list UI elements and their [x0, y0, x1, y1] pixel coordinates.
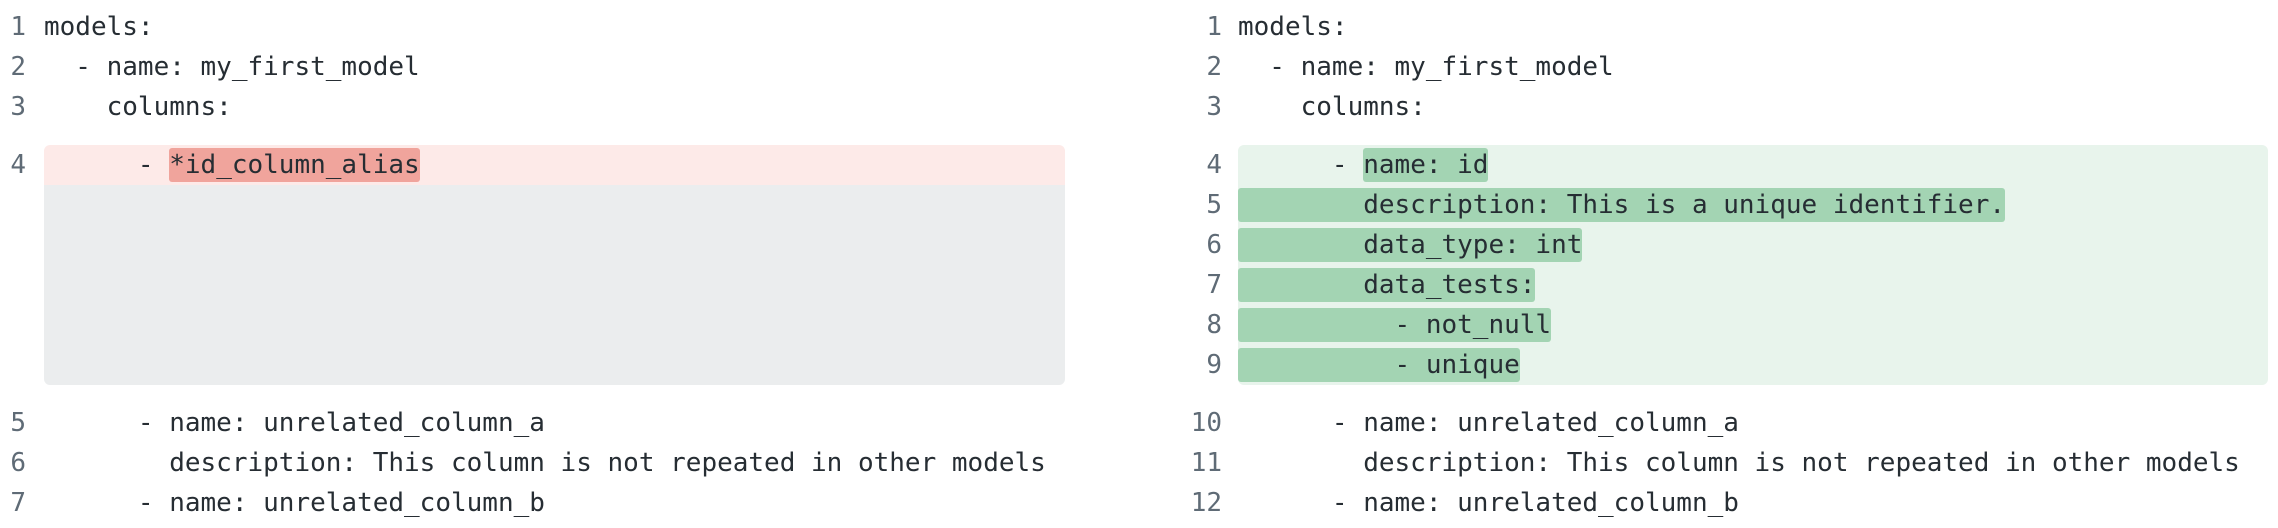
diff-pane-after: 1 models: 2 - name: my_first_model 3 col… — [1180, 7, 2278, 528]
added-line: 7 data_tests: — [1180, 265, 2268, 305]
code-prefix: - — [1238, 150, 1364, 180]
added-word: - unique — [1238, 348, 1520, 382]
code-line: 2 - name: my_first_model — [0, 47, 1065, 87]
line-number: 12 — [1190, 488, 1222, 518]
code-text: - name: unrelated_column_b — [1238, 488, 1739, 518]
code-line: 1 models: — [1180, 7, 2268, 47]
added-word: data_tests: — [1238, 268, 1536, 302]
line-number: 10 — [1190, 408, 1222, 438]
code-text: columns: — [1238, 92, 1426, 122]
diff-hunk-removed: 4 - *id_column_alias — [0, 145, 1065, 385]
code-line: 6 description: This column is not repeat… — [0, 443, 1065, 483]
code-line: 2 - name: my_first_model — [1180, 47, 2268, 87]
code-line: 5 - name: unrelated_column_a — [0, 403, 1065, 443]
line-number: 7 — [10, 488, 26, 518]
code-text: - name: unrelated_column_a — [44, 408, 545, 438]
added-word: data_type: int — [1238, 228, 1583, 262]
added-code-text: - unique — [1238, 345, 2268, 385]
line-number: 1 — [1206, 12, 1222, 42]
added-line: 6 data_type: int — [1180, 225, 2268, 265]
added-code-text: description: This is a unique identifier… — [1238, 185, 2268, 225]
code-line: 1 models: — [0, 7, 1065, 47]
code-text: - name: unrelated_column_b — [44, 488, 545, 518]
diff-pane-before: 1 models: 2 - name: my_first_model 3 col… — [0, 7, 1065, 528]
added-word: - not_null — [1238, 308, 1552, 342]
removed-code-text: - *id_column_alias — [44, 145, 1065, 185]
line-number: 11 — [1190, 448, 1222, 478]
removed-word: *id_column_alias — [169, 148, 420, 182]
code-prefix: - — [44, 150, 170, 180]
line-number: 4 — [1206, 150, 1222, 180]
added-code-text: data_tests: — [1238, 265, 2268, 305]
added-line: 8 - not_null — [1180, 305, 2268, 345]
line-number: 5 — [10, 408, 26, 438]
code-text: columns: — [44, 92, 232, 122]
added-line: 4 - name: id — [1180, 145, 2268, 185]
line-number: 8 — [1206, 310, 1222, 340]
diff-hunk-added: 4 - name: id 5 description: This is a un… — [1180, 145, 2268, 385]
code-text: - name: my_first_model — [1238, 52, 1614, 82]
code-text: description: This column is not repeated… — [1238, 448, 2240, 478]
removed-line: 4 - *id_column_alias — [0, 145, 1065, 185]
code-line: 12 - name: unrelated_column_b — [1180, 483, 2268, 523]
line-number: 6 — [1206, 230, 1222, 260]
code-text: models: — [1238, 12, 1348, 42]
added-line: 5 description: This is a unique identifi… — [1180, 185, 2268, 225]
added-code-text: data_type: int — [1238, 225, 2268, 265]
line-number: 6 — [10, 448, 26, 478]
line-number: 4 — [10, 150, 26, 180]
line-number: 7 — [1206, 270, 1222, 300]
code-text: models: — [44, 12, 154, 42]
line-number: 5 — [1206, 190, 1222, 220]
line-number: 2 — [10, 52, 26, 82]
collapsed-region-row — [0, 185, 1065, 385]
line-number: 3 — [1206, 92, 1222, 122]
code-text: description: This column is not repeated… — [44, 448, 1046, 478]
collapsed-region — [44, 185, 1065, 385]
code-text: - name: my_first_model — [44, 52, 420, 82]
added-code-text: - not_null — [1238, 305, 2268, 345]
code-line: 7 - name: unrelated_column_b — [0, 483, 1065, 523]
added-word: name: id — [1363, 148, 1489, 182]
added-line: 9 - unique — [1180, 345, 2268, 385]
line-number-empty — [0, 185, 44, 385]
code-line: 3 columns: — [1180, 87, 2268, 127]
added-word: description: This is a unique identifier… — [1238, 188, 2006, 222]
line-number: 9 — [1206, 350, 1222, 380]
added-code-text: - name: id — [1238, 145, 2268, 185]
line-number: 1 — [10, 12, 26, 42]
line-number: 3 — [10, 92, 26, 122]
code-text: - name: unrelated_column_a — [1238, 408, 1739, 438]
code-line: 11 description: This column is not repea… — [1180, 443, 2268, 483]
code-line: 10 - name: unrelated_column_a — [1180, 403, 2268, 443]
code-line: 3 columns: — [0, 87, 1065, 127]
line-number: 2 — [1206, 52, 1222, 82]
